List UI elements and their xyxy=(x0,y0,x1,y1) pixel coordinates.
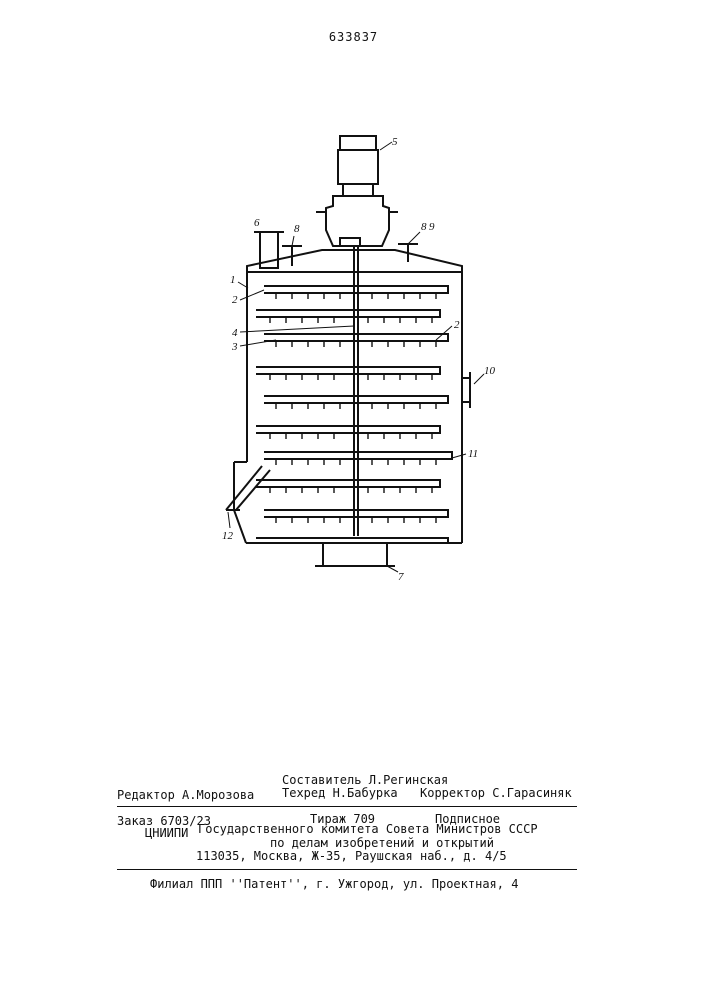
tray-6 xyxy=(256,426,440,433)
callout-9: 9 xyxy=(429,221,435,233)
techred-line: Техред Н.Бабурка xyxy=(282,786,398,800)
org-line-2: по делам изобретений и открытий xyxy=(270,836,494,850)
callout-10: 10 xyxy=(484,365,496,377)
callout-5: 5 xyxy=(392,136,398,148)
tray-4 xyxy=(256,367,440,374)
tray-1 xyxy=(264,286,448,293)
callout-12: 12 xyxy=(222,530,234,542)
imprint-divider-top xyxy=(117,806,577,807)
motor-body xyxy=(338,150,378,184)
corrector-line: Корректор С.Гарасиняк xyxy=(420,786,572,800)
callout-8-nozzle: 8 xyxy=(421,221,427,233)
callout-4: 4 xyxy=(232,327,238,339)
org-abbr: ЦНИИПИ xyxy=(145,826,188,840)
callout-6: 6 xyxy=(254,217,260,229)
branch-line: Филиал ППП ''Патент'', г. Ужгород, ул. П… xyxy=(150,877,518,891)
callout-2-left: 2 xyxy=(232,294,238,306)
coupling xyxy=(340,238,360,246)
tray-10 xyxy=(256,538,448,543)
imprint-divider-bottom xyxy=(117,869,577,870)
motor-base xyxy=(343,184,373,196)
callout-8: 8 xyxy=(294,223,300,235)
callout-3: 3 xyxy=(231,341,238,353)
tray-8 xyxy=(256,480,440,487)
tray-9 xyxy=(264,510,448,517)
motor-housing xyxy=(340,136,376,150)
tray-3 xyxy=(264,334,448,341)
callout-1: 1 xyxy=(230,274,236,286)
tray-2 xyxy=(256,310,440,317)
callout-2-right: 2 xyxy=(454,319,460,331)
compiler-line: Составитель Л.Регинская xyxy=(282,773,448,787)
tray-5 xyxy=(264,396,448,403)
editor-line: Редактор А.Морозова xyxy=(117,788,254,802)
callout-7: 7 xyxy=(398,571,404,583)
org-line-1: Государственного комитета Совета Министр… xyxy=(198,822,538,836)
address-line: 113035, Москва, Ж-35, Раушская наб., д. … xyxy=(196,849,507,863)
callout-11: 11 xyxy=(468,448,478,460)
